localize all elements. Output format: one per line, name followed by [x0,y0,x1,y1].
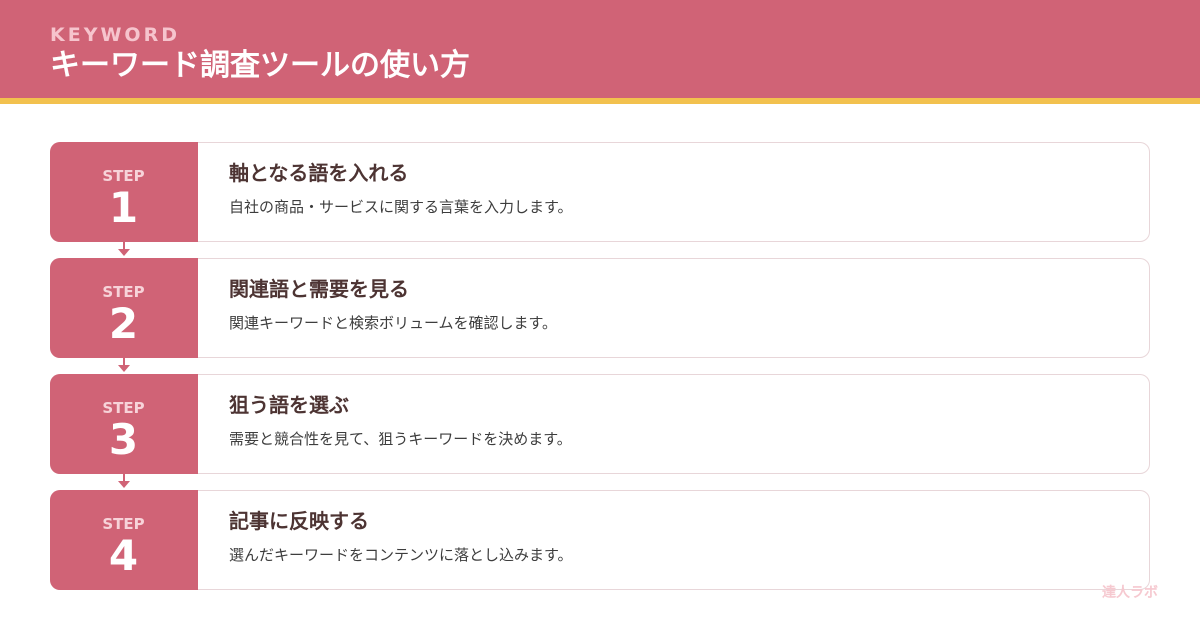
brand-watermark: 達人ラボ [1102,585,1158,601]
step-badge-3: STEP 3 [49,373,198,474]
arrow-down-icon [118,249,130,256]
step-card-2: STEP 2 関連語と需要を見る 関連キーワードと検索ボリュームを確認します。 [49,257,1150,372]
step-badge-label: STEP [102,282,145,301]
arrow-down-icon [118,365,130,372]
step-connector-line [123,357,125,366]
page-header: KEYWORD キーワード調査ツールの使い方 [0,0,1200,104]
step-number: 1 [108,182,139,232]
step-title: 狙う語を選ぶ [229,393,349,417]
step-card-4: STEP 4 記事に反映する 選んだキーワードをコンテンツに落とし込みます。 [49,489,1150,590]
step-card-3: STEP 3 狙う語を選ぶ 需要と競合性を見て、狙うキーワードを決めます。 [49,373,1150,488]
step-badge-label: STEP [102,398,145,417]
step-description: 選んだキーワードをコンテンツに落とし込みます。 [229,546,573,564]
steps-list: STEP 1 軸となる語を入れる 自社の商品・サービスに関する言葉を入力します。… [49,141,1150,606]
step-number: 2 [108,298,139,348]
step-number: 4 [108,530,139,580]
step-number: 3 [108,414,139,464]
step-badge-1: STEP 1 [49,141,198,242]
arrow-down-icon [118,481,130,488]
step-badge-4: STEP 4 [49,489,198,590]
step-card-1: STEP 1 軸となる語を入れる 自社の商品・サービスに関する言葉を入力します。 [49,141,1150,256]
step-description: 自社の商品・サービスに関する言葉を入力します。 [229,198,573,216]
step-description: 需要と競合性を見て、狙うキーワードを決めます。 [229,430,572,448]
step-title: 関連語と需要を見る [229,277,409,301]
step-description: 関連キーワードと検索ボリュームを確認します。 [229,314,558,332]
step-title: 軸となる語を入れる [229,161,409,185]
step-badge-label: STEP [102,166,145,185]
step-badge-2: STEP 2 [49,257,198,358]
header-eyebrow: KEYWORD [50,24,180,46]
step-title: 記事に反映する [229,509,369,533]
page-title: キーワード調査ツールの使い方 [50,48,470,83]
step-badge-label: STEP [102,514,145,533]
step-connector-line [123,241,125,250]
step-connector-line [123,473,125,482]
